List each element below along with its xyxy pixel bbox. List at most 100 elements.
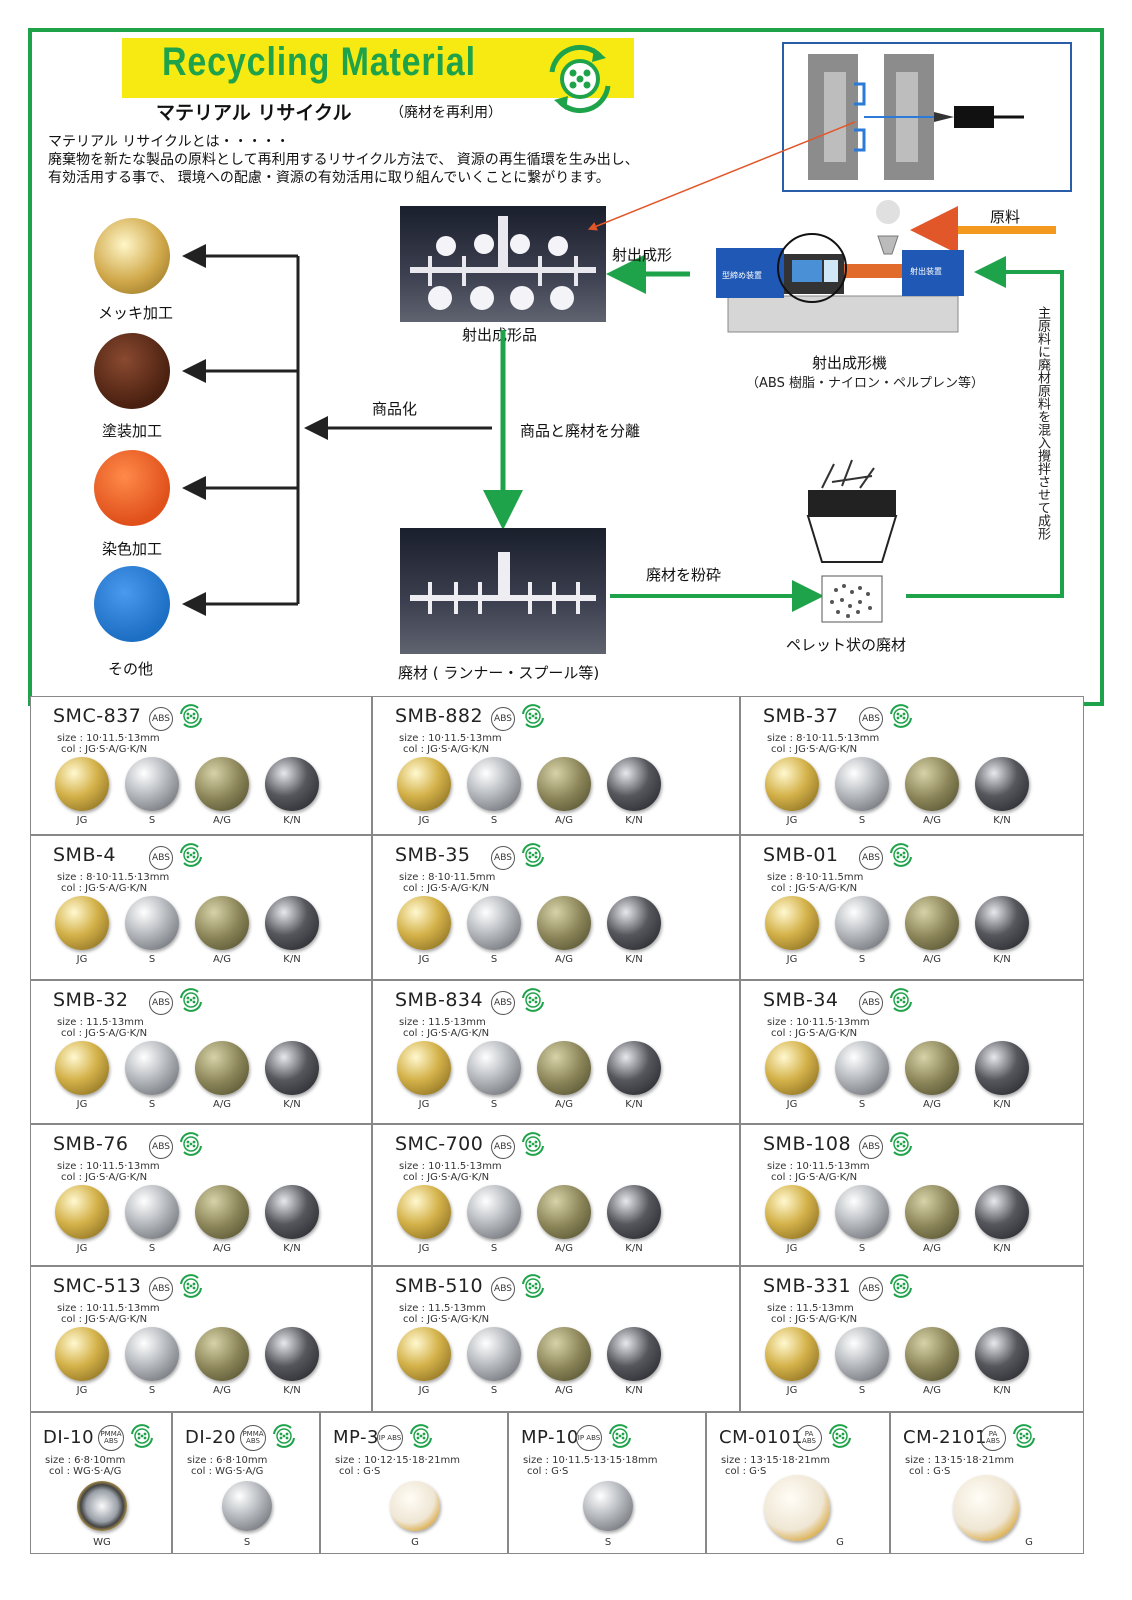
material-badge: ABS xyxy=(149,991,173,1015)
button-swatch xyxy=(265,757,319,811)
button-swatch xyxy=(607,896,661,950)
button-swatch xyxy=(537,757,591,811)
recycle-icon xyxy=(519,1273,547,1299)
material-badge: ABS xyxy=(859,707,883,731)
machine-name: 射出成形機 xyxy=(812,354,888,372)
material-badge: PA ABS xyxy=(980,1425,1006,1451)
product-code: CM-0101 xyxy=(719,1427,803,1448)
product-colors: col : JG·S·A/G·K/N xyxy=(61,883,148,894)
product-code: SMB-32 xyxy=(53,989,129,1011)
finish-code: A/G xyxy=(923,815,941,826)
product-size: size : 8·10·11.5·13mm xyxy=(57,872,170,883)
banner-subtitle-note: （廃材を再利用） xyxy=(390,105,502,121)
product-code: SMB-76 xyxy=(53,1133,129,1155)
finish-other-button-image xyxy=(94,566,170,642)
button-swatch xyxy=(265,1185,319,1239)
runner-with-buttons-image xyxy=(410,216,596,310)
recycle-icon xyxy=(177,842,205,868)
material-badge: ABS xyxy=(859,1277,883,1301)
finish-dyeing-button-image xyxy=(94,450,170,526)
product-size: size : 11.5·13mm xyxy=(767,1303,854,1314)
finish-code: A/G xyxy=(923,1099,941,1110)
finish-code: S xyxy=(858,1099,866,1110)
finish-code: JG xyxy=(418,1243,430,1254)
product-size: size : 11.5·13mm xyxy=(57,1017,144,1028)
finish-label: 塗装加工 xyxy=(102,422,163,440)
button-swatch xyxy=(125,896,179,950)
crush-label: 廃材を粉砕 xyxy=(646,566,722,584)
button-swatch xyxy=(77,1481,127,1531)
material-badge: PMMA ABS xyxy=(240,1425,266,1451)
raw-material-label: 原料 xyxy=(990,208,1021,226)
product-code: MP-10 xyxy=(521,1427,579,1448)
button-swatch xyxy=(467,1041,521,1095)
product-code: CM-2101 xyxy=(903,1427,987,1448)
finish-code: A/G xyxy=(213,1385,231,1396)
recycle-icon xyxy=(887,987,915,1013)
product-colors: col : JG·S·A/G·K/N xyxy=(403,1172,490,1183)
finish-code: K/N xyxy=(993,815,1011,826)
product-code: SMB-331 xyxy=(763,1275,852,1297)
product-size: size : 10·11.5·13mm xyxy=(767,1161,870,1172)
finish-label: 染色加工 xyxy=(102,540,163,558)
button-swatch xyxy=(905,1327,959,1381)
finish-code: A/G xyxy=(213,1099,231,1110)
button-swatch xyxy=(905,1185,959,1239)
mold-diagram xyxy=(782,42,1072,192)
finish-code: S xyxy=(490,1385,498,1396)
material-badge: ABS xyxy=(149,1277,173,1301)
injection-molding-label: 射出成形 xyxy=(612,246,673,264)
intro-line: 有効活用する事で、 環境への配慮・資源の有効活用に取り組んでいくことに繋がります… xyxy=(48,170,610,186)
finish-code: S xyxy=(490,1099,498,1110)
button-swatch xyxy=(765,1327,819,1381)
finish-code: JG xyxy=(76,1243,88,1254)
injection-machine-illustration: 型締め装置 射出装置 xyxy=(716,200,964,333)
button-swatch xyxy=(265,1327,319,1381)
injection-unit-label: 射出装置 xyxy=(910,266,942,276)
finish-code: K/N xyxy=(625,1243,643,1254)
button-swatch xyxy=(765,1041,819,1095)
button-swatch xyxy=(467,1185,521,1239)
button-swatch xyxy=(764,1475,830,1541)
product-code: SMB-882 xyxy=(395,705,484,727)
finish-code: JG xyxy=(786,1243,798,1254)
button-swatch xyxy=(125,757,179,811)
finish-code: S xyxy=(490,954,498,965)
recycle-icon xyxy=(1010,1423,1038,1449)
product-colors: col : JG·S·A/G·K/N xyxy=(61,1028,148,1039)
product-colors: col : JG·S·A/G·K/N xyxy=(771,744,858,755)
finish-code: A/G xyxy=(555,1243,573,1254)
button-swatch xyxy=(390,1481,440,1531)
machine-note: （ABS 樹脂・ナイロン・ペルプレン等） xyxy=(746,376,984,391)
recycle-icon xyxy=(887,1131,915,1157)
product-colors: col : JG·S·A/G·K/N xyxy=(771,1172,858,1183)
finish-label: その他 xyxy=(108,660,154,678)
finish-code: JG xyxy=(76,954,88,965)
button-swatch xyxy=(975,896,1029,950)
finish-code: S xyxy=(148,1099,156,1110)
finish-code: K/N xyxy=(625,815,643,826)
molded-product-photo xyxy=(400,206,606,322)
finish-code: S xyxy=(243,1537,251,1548)
material-badge: ABS xyxy=(859,991,883,1015)
button-swatch xyxy=(835,1185,889,1239)
product-colors: col : JG·S·A/G·K/N xyxy=(403,1028,490,1039)
finish-code: A/G xyxy=(555,954,573,965)
finish-code: JG xyxy=(418,1385,430,1396)
finish-code: K/N xyxy=(625,1099,643,1110)
button-swatch xyxy=(975,1327,1029,1381)
material-badge: ABS xyxy=(149,707,173,731)
button-swatch xyxy=(397,1041,451,1095)
finish-code: JG xyxy=(418,1099,430,1110)
flow-arrows xyxy=(182,121,1064,616)
material-badge: ABS xyxy=(149,846,173,870)
product-colors: col : JG·S·A/G·K/N xyxy=(61,744,148,755)
